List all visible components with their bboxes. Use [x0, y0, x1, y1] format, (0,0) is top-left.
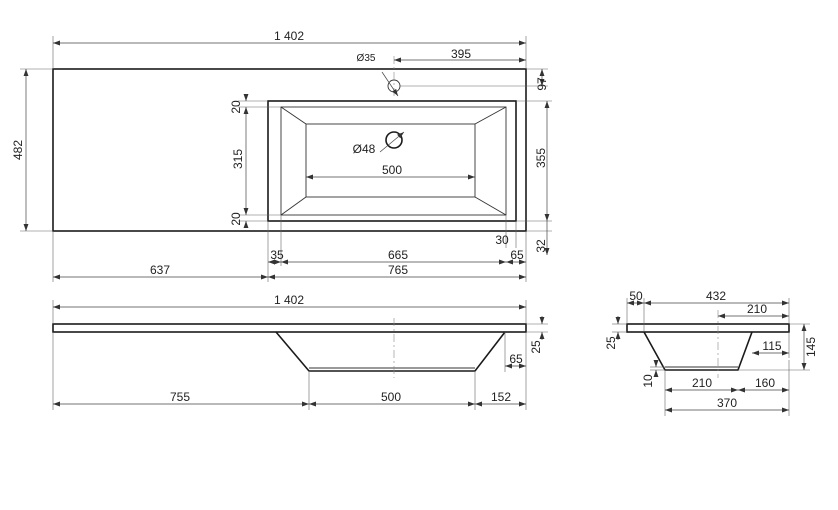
dim-front-overall-length: 1 402 — [274, 293, 304, 307]
dim-drain-dia: Ø48 — [353, 142, 376, 156]
dim-side-bottom-thickness: 10 — [641, 374, 655, 388]
dim-front-edge-small: 30 — [495, 233, 509, 247]
dim-overall-depth: 482 — [11, 140, 25, 160]
bevel-line — [280, 196, 307, 216]
dim-side-bowl-half-top: 210 — [747, 302, 767, 316]
front-view: 1 402 25 65 755 500 152 — [52, 293, 548, 410]
dim-front-basin-side: 65 — [509, 352, 523, 366]
dim-front-slab-thickness: 25 — [529, 340, 543, 354]
drain-hole — [385, 131, 403, 149]
dim-basin-width-outer: 665 — [388, 248, 408, 262]
dim-side-bowl-bottom-left: 210 — [692, 376, 712, 390]
bevel-line — [474, 196, 507, 216]
dim-overall-length: 1 402 — [274, 29, 304, 43]
front-view-slab — [52, 323, 527, 333]
front-view-bowl — [275, 331, 506, 372]
side-view-bowl — [643, 331, 753, 371]
dim-basin-margin-bottom: 20 — [229, 212, 243, 226]
leader — [381, 71, 399, 97]
dim-tap-offset: 395 — [451, 47, 471, 61]
dim-side-bowl-bottom-width: 370 — [717, 396, 737, 410]
top-view-basin-outer — [267, 100, 517, 222]
dim-left-shelf: 637 — [150, 263, 170, 277]
top-view-basin-bottom — [305, 123, 476, 198]
dim-front-left-offset: 755 — [170, 390, 190, 404]
dim-basin-block: 765 — [388, 263, 408, 277]
dim-basin-inner-depth: 315 — [231, 149, 245, 169]
dim-front-depth: 32 — [534, 239, 548, 253]
dim-side-overall-depth: 432 — [706, 289, 726, 303]
bevel-line — [280, 106, 307, 125]
dim-basin-inner-width: 500 — [382, 163, 402, 177]
top-view-basin-rim — [280, 106, 507, 216]
dim-side-slab-thickness: 25 — [604, 336, 618, 350]
leader — [379, 131, 405, 153]
dim-tap-from-back: 97 — [535, 77, 549, 91]
dim-side-top-left: 50 — [629, 289, 643, 303]
dim-tap-hole-dia: Ø35 — [357, 53, 376, 64]
top-view: 1 402 Ø35 395 97 355 32 482 20 — [11, 29, 552, 282]
dim-side-bowl-bottom-half: 115 — [762, 339, 781, 353]
dim-basin-margin-top: 20 — [229, 100, 243, 114]
side-view-slab — [626, 323, 790, 333]
dim-side-overall-height: 145 — [804, 337, 818, 357]
dim-basin-side-right: 65 — [510, 248, 524, 262]
dim-basin-side-left: 35 — [270, 248, 284, 262]
dim-side-bowl-bottom-right: 160 — [755, 376, 775, 390]
dim-front-bowl-width: 500 — [381, 390, 401, 404]
top-view-slab-outline — [52, 68, 527, 232]
side-view: 50 432 210 25 145 115 10 210 160 — [604, 289, 818, 416]
dim-front-right-offset: 152 — [491, 390, 511, 404]
bevel-line — [474, 106, 507, 125]
dim-basin-outer-depth: 355 — [534, 148, 548, 168]
